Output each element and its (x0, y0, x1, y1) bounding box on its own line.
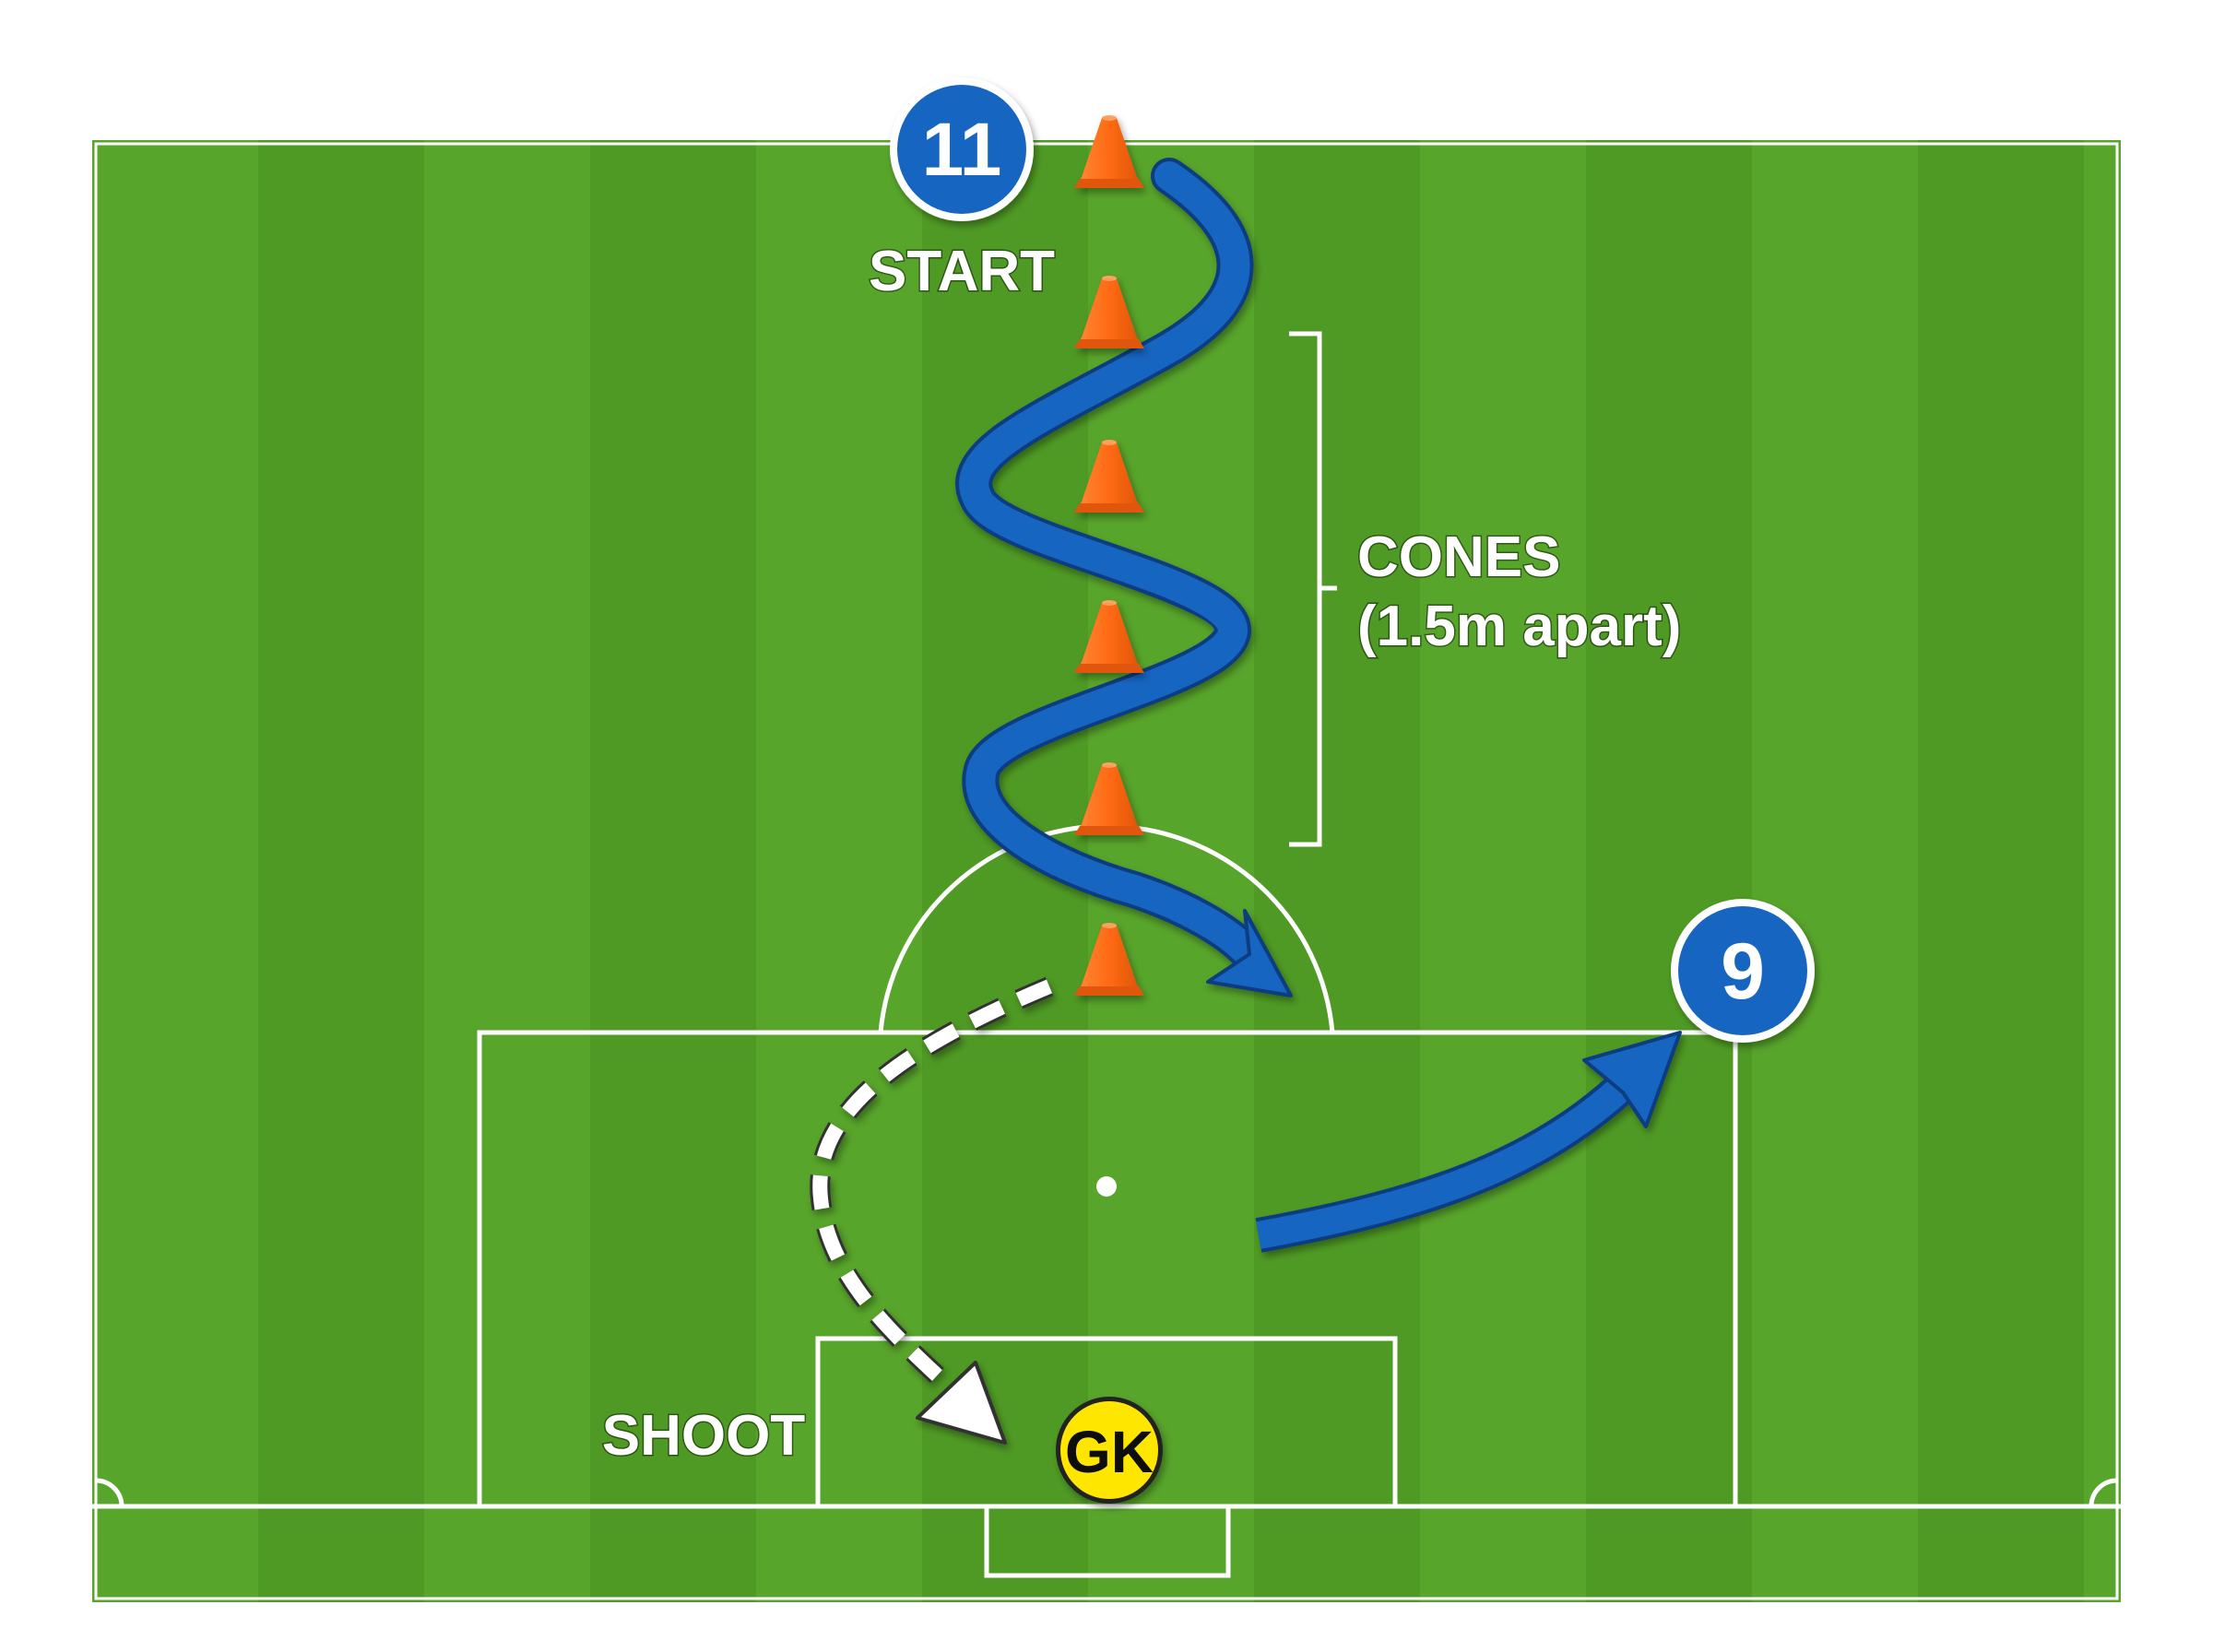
goalkeeper-label: GK (1065, 1419, 1154, 1485)
dribble-arrow-icon (1206, 909, 1293, 997)
shot-path (810, 976, 1054, 1445)
goal (984, 1504, 1231, 1578)
start-label: START (869, 240, 1055, 303)
target-player-number: 9 (1721, 927, 1765, 1016)
goalkeeper: GK (1056, 1397, 1163, 1504)
dribble-path (955, 158, 1293, 997)
cones-bracket (1289, 331, 1337, 847)
shot-arrow-icon (916, 1361, 1007, 1445)
corner-arc-left (95, 1478, 124, 1507)
cones-label: CONES (1357, 525, 1560, 589)
pass-arrow-icon (1582, 1031, 1682, 1128)
cones-spacing-label: (1.5m apart) (1357, 595, 1681, 658)
pass-path (1255, 1031, 1682, 1253)
target-player: 9 (1671, 899, 1815, 1043)
corner-arc-right (2089, 1478, 2118, 1507)
start-player-number: 11 (922, 108, 1002, 192)
shoot-label: SHOOT (602, 1404, 806, 1468)
penalty-spot (1096, 1176, 1117, 1197)
start-player: 11 (890, 77, 1034, 221)
